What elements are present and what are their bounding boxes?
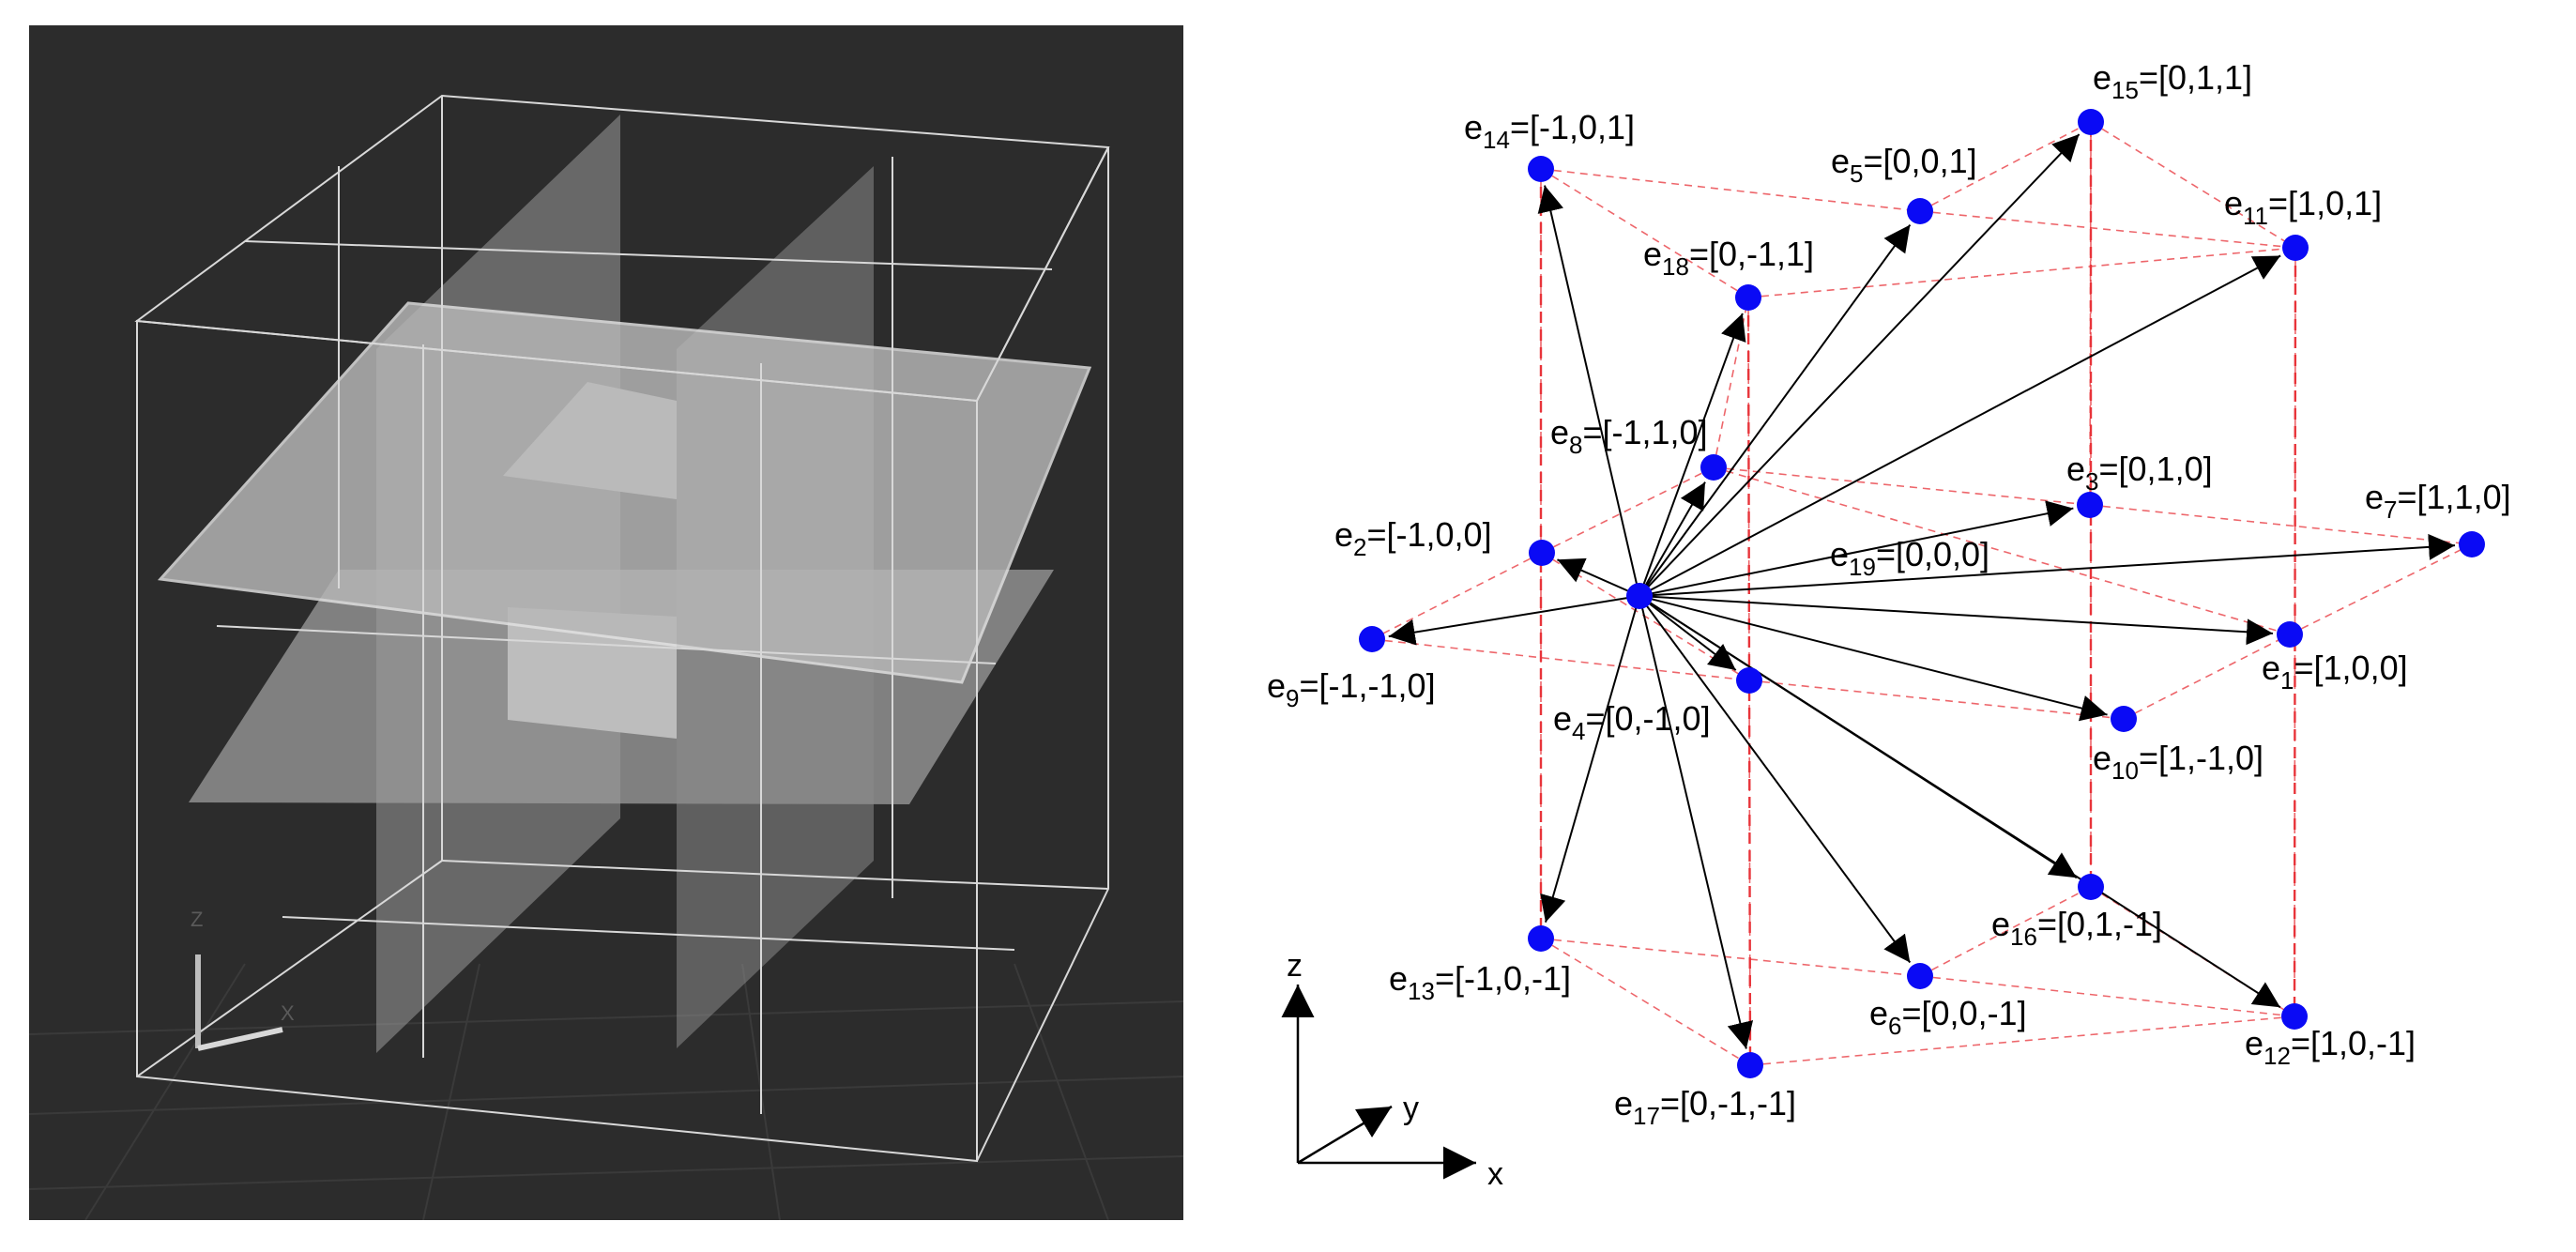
- velocity-arrows: [1388, 133, 2456, 1049]
- arrow-e8: [1639, 481, 1706, 597]
- cube-edge-14-5: [1540, 168, 1921, 212]
- node-e14: [1528, 156, 1554, 182]
- arrow-e1: [1639, 595, 2274, 646]
- cube-edge-13-17: [1540, 938, 1751, 1066]
- axis-x-label: x: [1487, 1156, 1503, 1192]
- cube-edge-9-4: [1371, 638, 1750, 681]
- cube-edge-6-12: [1919, 975, 2295, 1017]
- node-e13: [1528, 925, 1554, 952]
- coordinate-axes: z x y: [1281, 948, 1503, 1192]
- node-e7: [2459, 531, 2485, 557]
- arrow-e11: [1639, 254, 2281, 597]
- label-e9: e9=[-1,-1,0]: [1267, 666, 1436, 712]
- cube-edge-8-3: [1713, 466, 2091, 506]
- node-e11: [2282, 235, 2309, 261]
- cube-edge-2-8: [1541, 466, 1715, 554]
- cube-edge-13-6: [1540, 938, 1921, 977]
- cube-edge-10-1: [2123, 634, 2291, 720]
- label-e8: e8=[-1,1,0]: [1550, 413, 1708, 459]
- label-e19: e19=[0,0,0]: [1830, 535, 1989, 581]
- label-e7: e7=[1,1,0]: [2365, 478, 2511, 524]
- arrow-e7: [1639, 533, 2456, 597]
- arrow-e5: [1639, 223, 1912, 597]
- label-e3: e3=[0,1,0]: [2066, 450, 2213, 496]
- node-e3: [2077, 492, 2103, 518]
- cube-edge-8-1: [1713, 466, 2291, 635]
- node-e6: [1907, 963, 1933, 989]
- label-e13: e13=[-1,0,-1]: [1389, 959, 1571, 1005]
- node-e12: [2281, 1003, 2308, 1030]
- arrow-e16: [1639, 595, 2078, 879]
- cube-edge-15-11: [2090, 121, 2296, 249]
- node-e17: [1737, 1052, 1763, 1078]
- arrow-e6: [1639, 595, 1912, 964]
- label-e15: e15=[0,1,1]: [2093, 58, 2252, 104]
- node-e8: [1700, 454, 1727, 481]
- cube-edge-5-11: [1919, 210, 2296, 249]
- label-e6: e6=[0,0,-1]: [1869, 994, 2027, 1040]
- node-e5: [1907, 198, 1933, 224]
- node-e19: [1626, 583, 1653, 609]
- lattice-nodes: [1359, 109, 2485, 1078]
- cube-edge-14-18: [1540, 168, 1749, 298]
- label-e18: e18=[0,-1,1]: [1643, 235, 1814, 281]
- upper-plane: [157, 301, 1092, 684]
- cube-edges: [1371, 121, 2473, 1066]
- gizmo-z-label: Z: [191, 908, 203, 931]
- node-e16: [2078, 874, 2104, 900]
- label-e10: e10=[1,-1,0]: [2093, 739, 2264, 785]
- cube-render: Z X: [28, 25, 1184, 1221]
- cube-wireframe: [134, 94, 1110, 1163]
- label-e1: e1=[1,0,0]: [2262, 649, 2408, 695]
- cube-edge-1-7: [2289, 543, 2473, 635]
- node-e15: [2078, 109, 2104, 135]
- node-e10: [2111, 706, 2137, 732]
- label-e17: e17=[0,-1,-1]: [1614, 1084, 1796, 1130]
- label-e11: e11=[1,0,1]: [2224, 184, 2382, 230]
- axis-y-line: [1297, 1105, 1393, 1165]
- axis-z-label: z: [1287, 948, 1303, 984]
- lattice-diagram: e1=[1,0,0] e2=[-1,0,0] e3=[0,1,0] e4=[0,-1,…: [1220, 0, 2576, 1247]
- gizmo-x-label: X: [281, 1001, 295, 1025]
- label-e2: e2=[-1,0,0]: [1334, 515, 1492, 561]
- cube-edge-18-11: [1747, 247, 2296, 298]
- arrow-e15: [1639, 133, 2081, 597]
- label-e4: e4=[0,-1,0]: [1553, 699, 1711, 745]
- arrow-e14: [1537, 185, 1640, 597]
- arrow-e17: [1639, 595, 1754, 1049]
- label-e12: e12=[1,0,-1]: [2245, 1024, 2416, 1070]
- cube-edge-4-10: [1748, 679, 2125, 720]
- d3q19-diagram: e1=[1,0,0] e2=[-1,0,0] e3=[0,1,0] e4=[0,-1,…: [1267, 58, 2511, 1192]
- cube-edge-8-18: [1713, 297, 1749, 468]
- axis-gizmo: Z X: [191, 908, 295, 1051]
- arrow-e9: [1388, 595, 1640, 646]
- arrow-e18: [1639, 313, 1746, 597]
- arrow-e10: [1639, 595, 2108, 722]
- axis-y-label: y: [1403, 1091, 1419, 1126]
- arrow-e2: [1557, 557, 1640, 597]
- node-e2: [1529, 540, 1555, 566]
- node-e4: [1736, 667, 1762, 694]
- arrow-e13: [1540, 595, 1640, 923]
- label-e14: e14=[-1,0,1]: [1464, 108, 1635, 154]
- viewport-3d: Z X: [28, 25, 1184, 1221]
- label-e5: e5=[0,0,1]: [1831, 142, 1977, 188]
- cube-edge-3-7: [2089, 504, 2473, 545]
- label-e16: e16=[0,1,-1]: [1991, 905, 2162, 951]
- velocity-labels: e1=[1,0,0] e2=[-1,0,0] e3=[0,1,0] e4=[0,-1,…: [1267, 58, 2511, 1130]
- cube-edge-6-16: [1919, 886, 2092, 977]
- node-e9: [1359, 626, 1385, 652]
- floor-grid: [28, 963, 1184, 1221]
- arrow-e4: [1639, 595, 1737, 671]
- node-e18: [1735, 284, 1761, 311]
- node-e1: [2277, 621, 2303, 648]
- arrow-e3: [1639, 500, 2074, 597]
